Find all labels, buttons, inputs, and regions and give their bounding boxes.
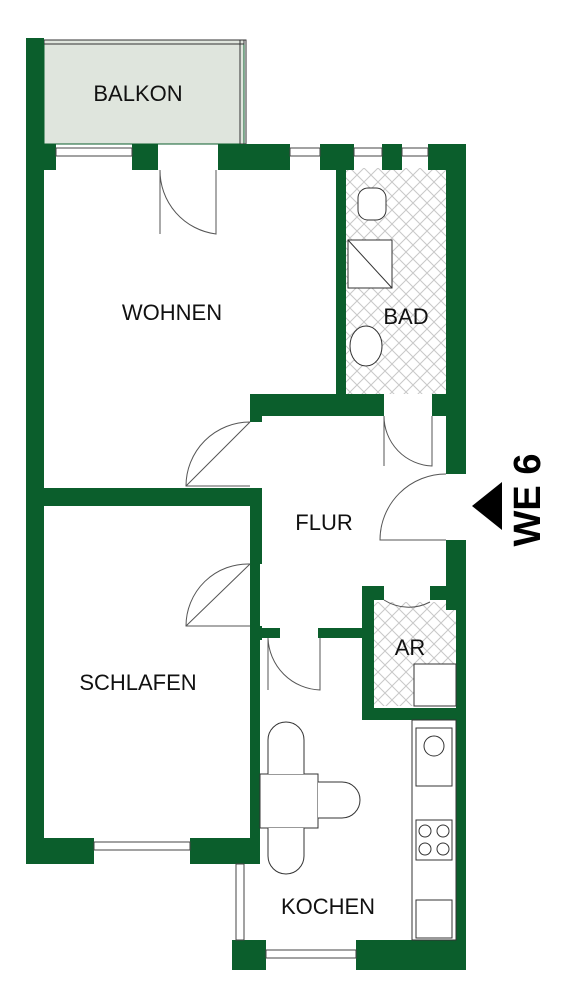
doors	[159, 169, 447, 691]
room-label-schlafen: SCHLAFEN	[79, 670, 196, 695]
walls	[26, 38, 466, 970]
chair-right	[318, 781, 361, 819]
room-label-flur: FLUR	[295, 510, 352, 535]
storage-unit	[413, 663, 457, 707]
windows	[55, 147, 429, 959]
triangle-entrance-icon	[472, 482, 502, 530]
chair-bottom	[267, 828, 305, 875]
fridge-icon	[415, 899, 453, 939]
dining-table	[259, 773, 319, 829]
room-label-ar: AR	[395, 635, 426, 660]
toilet-icon	[357, 187, 387, 221]
kitchen-furniture	[259, 663, 457, 941]
room-label-balkon: BALKON	[93, 81, 182, 106]
unit-label: WE 6	[507, 454, 549, 547]
bathroom-fixtures	[347, 187, 393, 367]
room-label-wohnen: WOHNEN	[122, 300, 222, 325]
chair-top	[267, 721, 305, 774]
room-label-bad: BAD	[383, 304, 428, 329]
sink-icon	[349, 325, 383, 367]
balcony-area	[43, 39, 247, 145]
room-label-kochen: KOCHEN	[281, 894, 375, 919]
